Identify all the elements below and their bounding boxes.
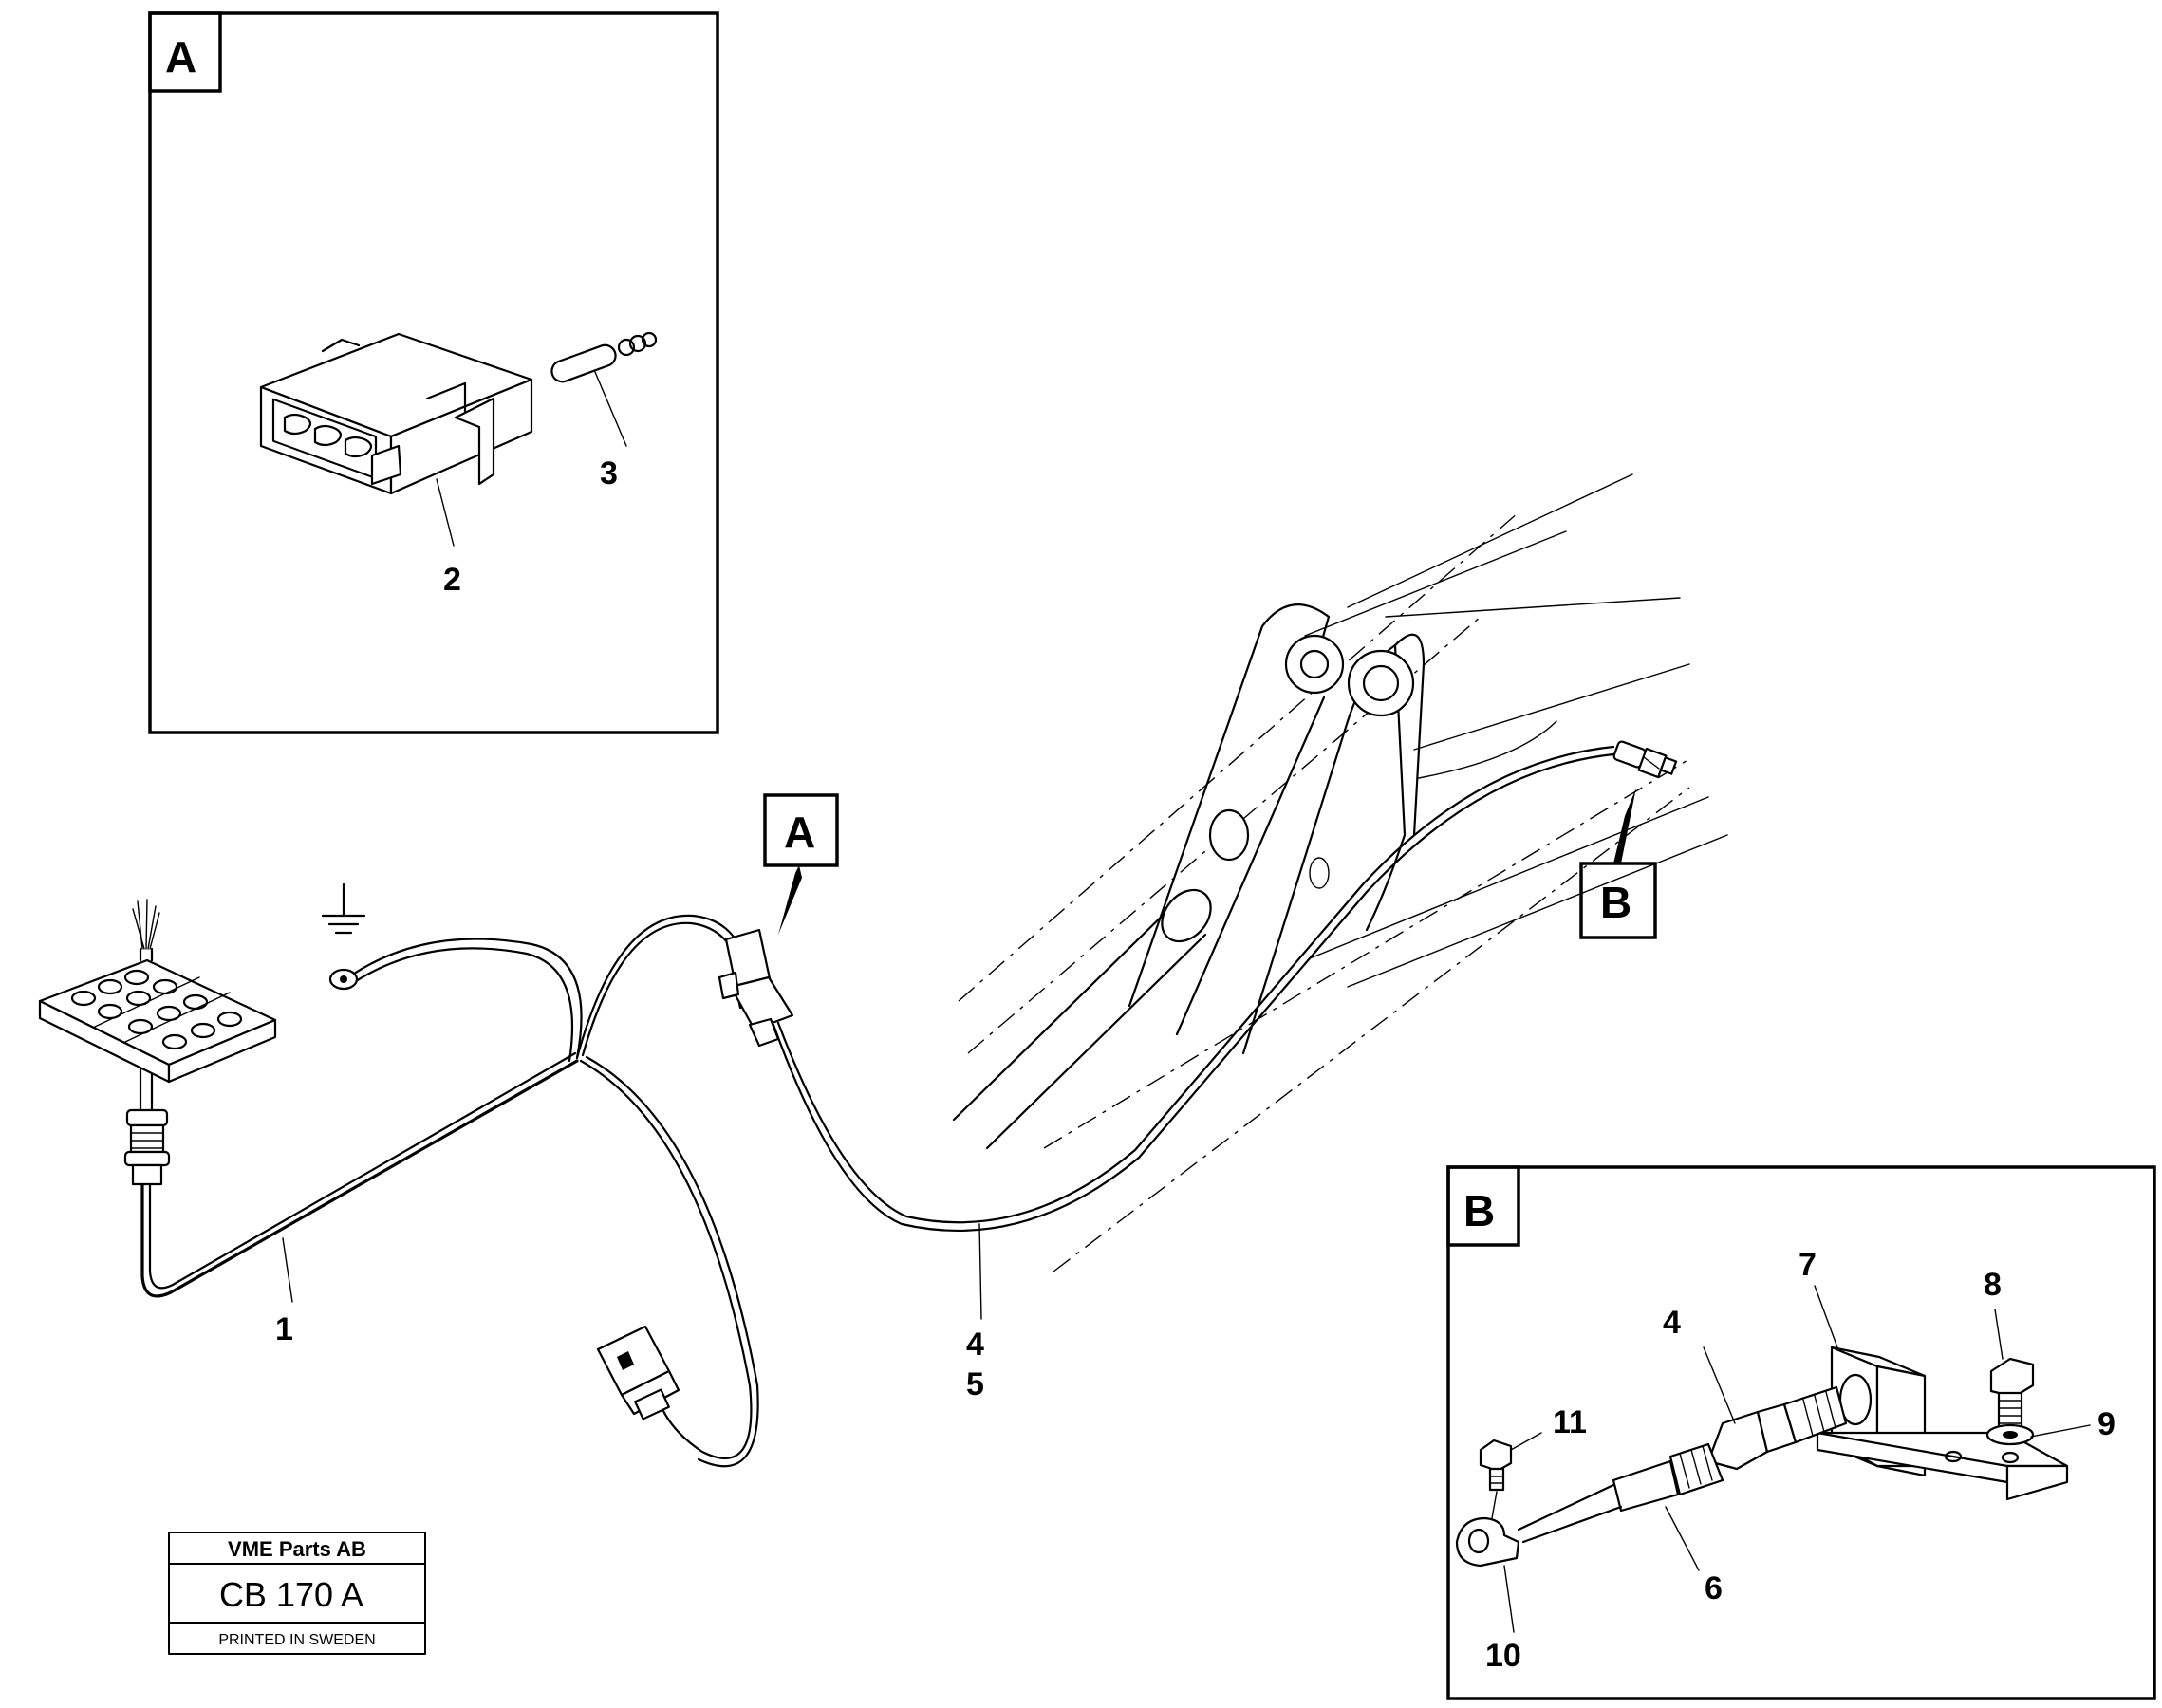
stamp-note: PRINTED IN SWEDEN — [218, 1632, 375, 1648]
boom-sensor — [1612, 740, 1678, 779]
callout-4: 4 — [966, 1327, 984, 1363]
callout-8: 8 — [1984, 1267, 2002, 1303]
callout-6: 6 — [1705, 1570, 1723, 1606]
stamp-company: VME Parts AB — [228, 1537, 366, 1561]
pin-terminal — [550, 331, 658, 383]
reference-a-tag: A — [763, 793, 839, 935]
cable-clip — [1455, 1439, 1520, 1568]
reference-b-label: B — [1600, 878, 1631, 927]
harness-connector — [718, 928, 794, 1048]
detail-a-label: A — [165, 32, 196, 82]
detail-b-panel: B — [1446, 1165, 2156, 1700]
temperature-sensor — [1517, 1385, 1848, 1544]
callout-11: 11 — [1553, 1404, 1587, 1440]
ground-symbol — [321, 882, 366, 935]
detail-a-panel: A 3 2 — [148, 11, 719, 734]
stamp-code: CB 170 A — [219, 1575, 363, 1614]
callout-5: 5 — [966, 1366, 984, 1402]
callout-9: 9 — [2097, 1406, 2115, 1442]
vme-stamp: VME Parts AB CB 170 A PRINTED IN SWEDEN — [168, 1532, 426, 1655]
bolt-and-washer — [1985, 1357, 2035, 1446]
machine-arm — [952, 473, 1728, 1272]
callout-1: 1 — [275, 1311, 293, 1347]
callout-7: 7 — [1799, 1247, 1817, 1283]
detail-b-label: B — [1463, 1186, 1495, 1235]
lower-plug — [596, 1325, 680, 1420]
wiring-harness — [38, 740, 1678, 1468]
connector-housing — [259, 332, 533, 495]
reference-b-tag: B — [1579, 788, 1657, 939]
terminal-block — [38, 958, 277, 1084]
wire-strands — [132, 899, 160, 962]
callout-3: 3 — [600, 455, 618, 492]
callout-10: 10 — [1485, 1638, 1521, 1674]
reference-a-label: A — [784, 808, 815, 857]
callout-4-detail: 4 — [1663, 1305, 1681, 1341]
callout-2: 2 — [443, 562, 461, 598]
